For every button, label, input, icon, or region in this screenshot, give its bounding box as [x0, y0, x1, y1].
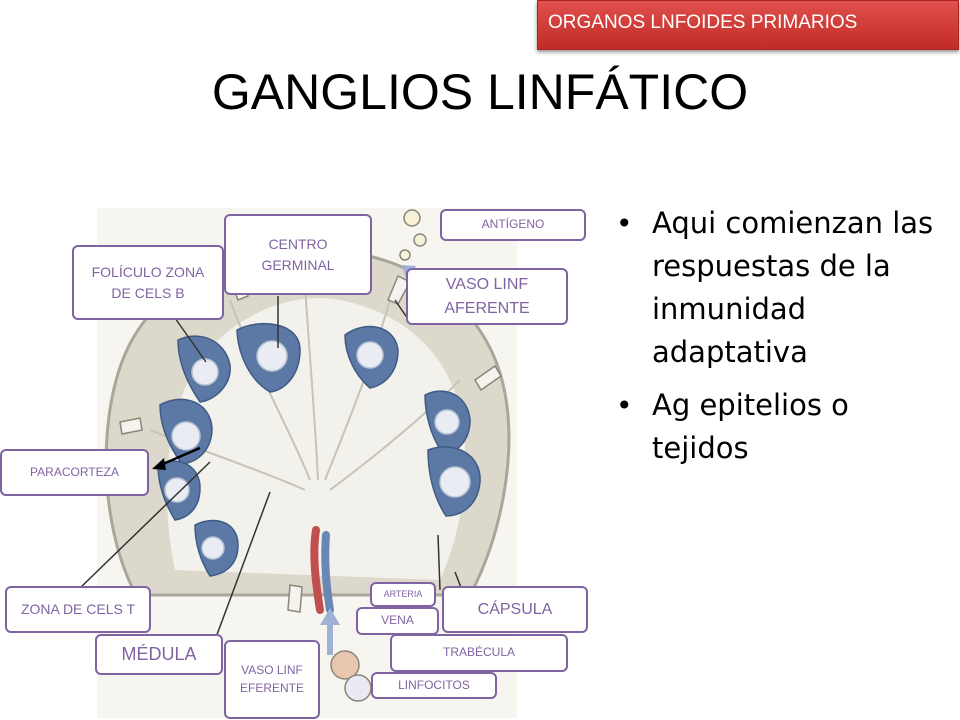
- germinal-center: [439, 466, 471, 498]
- germinal-center: [164, 477, 190, 503]
- bullet-list: Aqui comienzan las respuestas de la inmu…: [616, 202, 946, 480]
- label-linfocitos: LINFOCITOS: [371, 672, 497, 699]
- label-foliculo: FOLÍCULO ZONA DE CELS B: [72, 245, 224, 320]
- section-badge: ORGANOS LNFOIDES PRIMARIOS: [537, 0, 959, 50]
- germinal-center: [191, 358, 219, 386]
- bullet-item: Aqui comienzan las respuestas de la inmu…: [616, 202, 946, 374]
- germinal-center: [356, 341, 384, 369]
- artery-shape: [310, 526, 324, 614]
- label-vaso-aferente: VASO LINF AFERENTE: [406, 268, 568, 325]
- label-trabecula: TRABÉCULA: [390, 634, 568, 672]
- germinal-center: [256, 340, 288, 372]
- slide-title: GANGLIOS LINFÁTICO: [211, 64, 749, 120]
- germinal-center: [434, 409, 460, 435]
- germinal-center: [171, 421, 201, 451]
- label-vena: VENA: [356, 607, 439, 635]
- bullet-item: Ag epitelios o tejidos: [616, 384, 946, 470]
- germinal-center: [201, 536, 225, 560]
- label-medula: MÉDULA: [95, 634, 223, 675]
- label-centro-germinal: CENTRO GERMINAL: [224, 214, 372, 295]
- vein-shape: [321, 531, 334, 614]
- label-paracorteza: PARACORTEZA: [0, 449, 149, 496]
- label-arteria: ARTERIA: [370, 582, 436, 607]
- label-zona-t: ZONA DE CELS T: [5, 586, 151, 633]
- label-capsula: CÁPSULA: [442, 586, 588, 633]
- label-antigeno: ANTÍGENO: [440, 209, 586, 241]
- label-vaso-eferente: VASO LINF EFERENTE: [224, 640, 320, 719]
